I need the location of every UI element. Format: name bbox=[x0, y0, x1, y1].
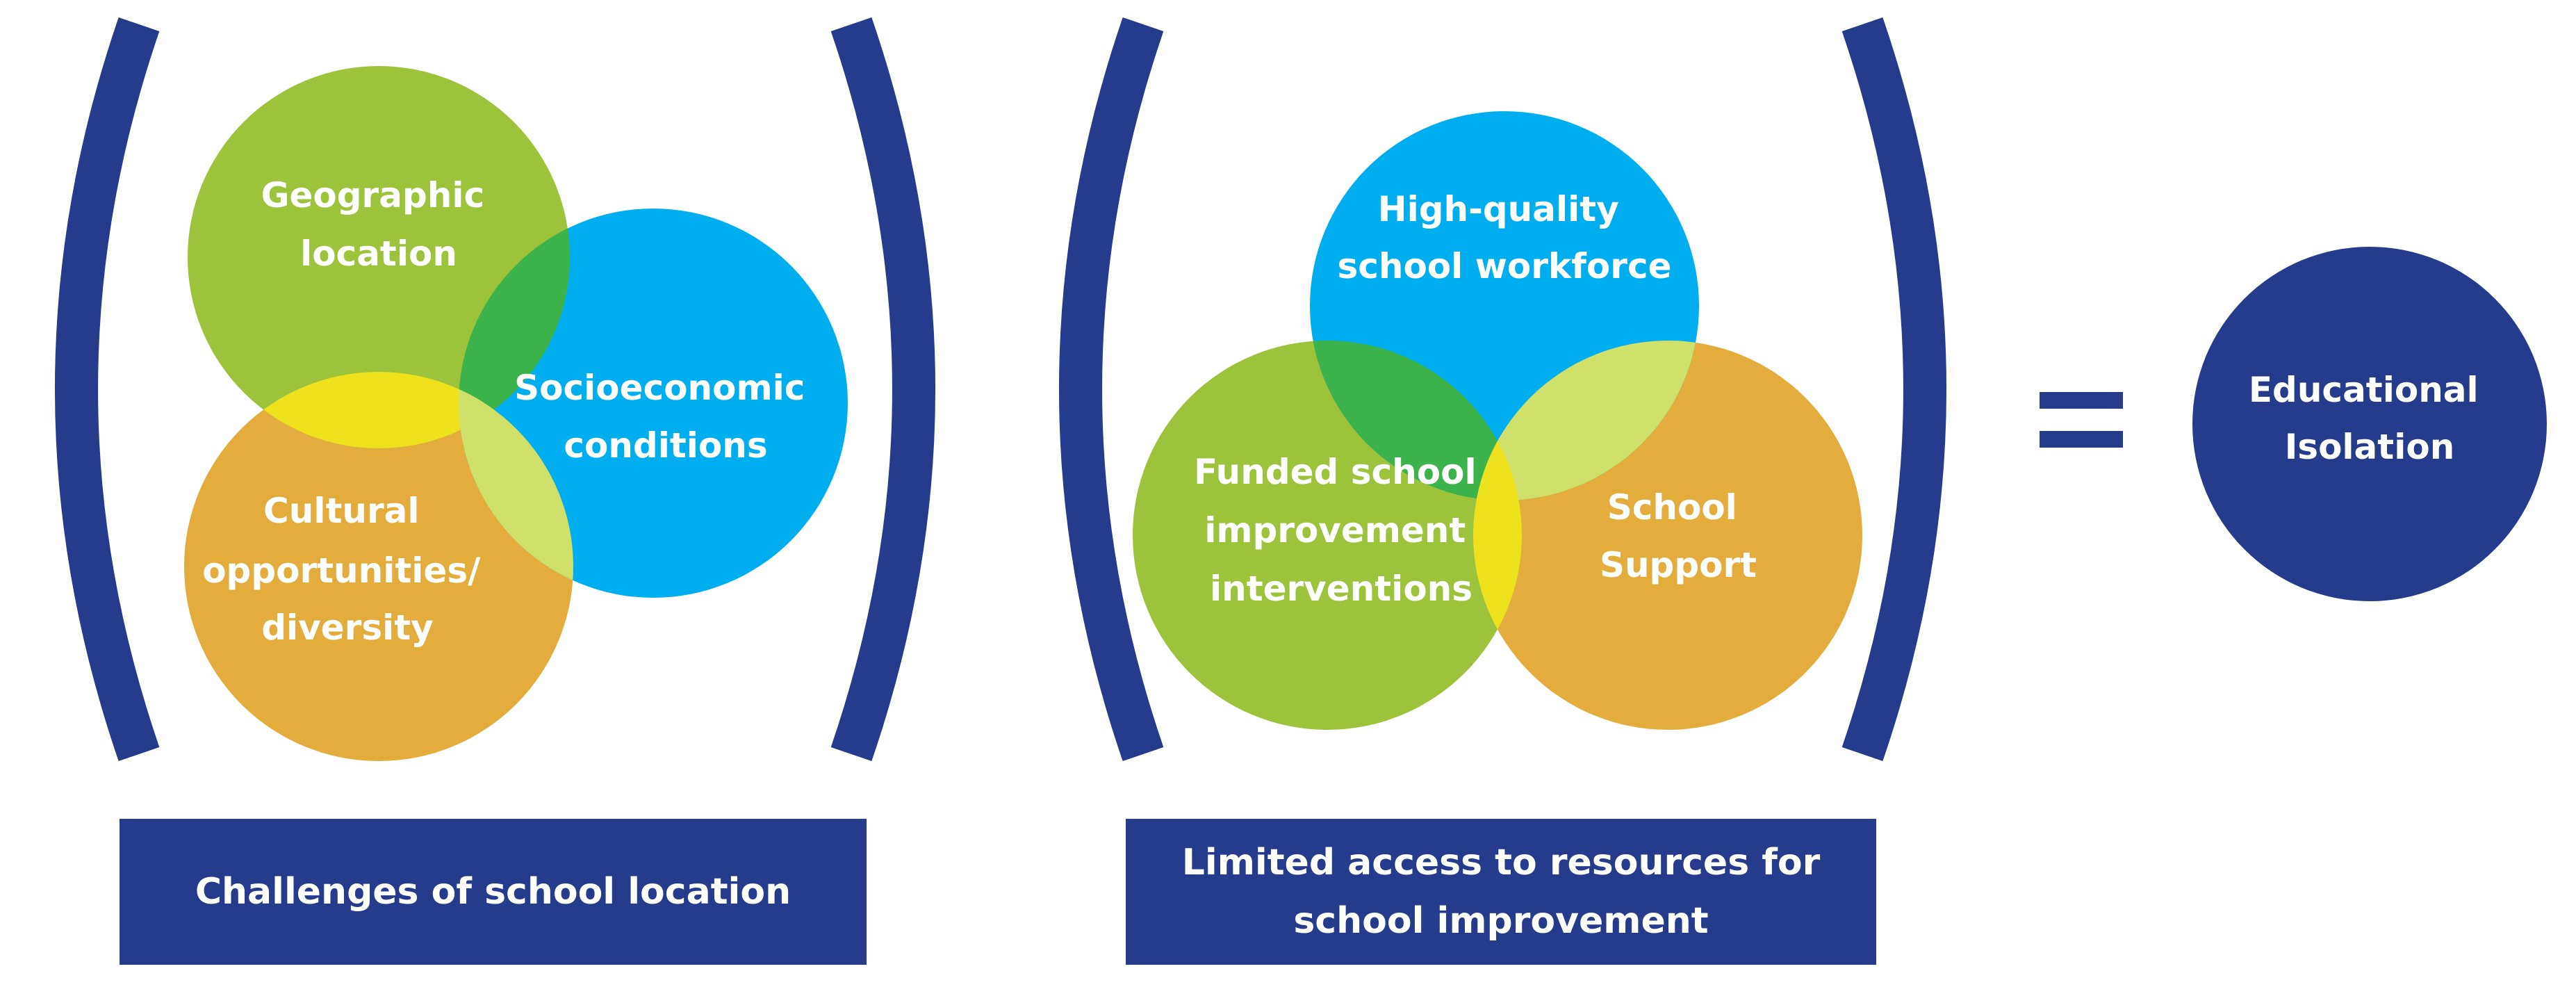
venn-group-resource-access: High-quality school workforce Funded sch… bbox=[1059, 17, 1946, 762]
overlap-workforce-support bbox=[1473, 341, 1699, 500]
label-funded-interventions: Funded school improvement interventions bbox=[1194, 452, 1488, 609]
label-geographic-location: Geographic location bbox=[261, 175, 496, 274]
label-educational-isolation: Educational Isolation bbox=[2249, 370, 2491, 467]
equals-sign-top-bar bbox=[2040, 392, 2123, 409]
overlap-geographic-socioeconomic bbox=[459, 209, 570, 448]
equals-sign-bottom-bar bbox=[2040, 431, 2123, 448]
overlap-socioeconomic-cultural bbox=[459, 372, 573, 598]
caption-location-challenges-line1: Challenges of school location bbox=[195, 871, 791, 913]
venn-group-location-challenges: Geographic location Socioeconomic condit… bbox=[55, 17, 935, 762]
label-socioeconomic-conditions: Socioeconomic conditions bbox=[514, 368, 817, 466]
left-parenthesis-group2 bbox=[1059, 17, 1164, 762]
caption-resource-access-line2: school improvement bbox=[1293, 900, 1709, 942]
result-educational-isolation: Educational Isolation bbox=[2192, 247, 2547, 601]
label-cultural-opportunities: Cultural opportunities/ diversity bbox=[202, 491, 493, 648]
caption-resource-access-line1: Limited access to resources for bbox=[1181, 842, 1821, 883]
equals-sign: = bbox=[2040, 392, 2123, 448]
caption-location-challenges: Challenges of school location bbox=[120, 819, 867, 965]
label-high-quality-workforce: High-quality school workforce bbox=[1337, 189, 1671, 286]
left-parenthesis-group1 bbox=[55, 17, 160, 762]
label-school-support: School Support bbox=[1600, 487, 1757, 585]
overlap-workforce-funded bbox=[1310, 341, 1522, 500]
caption-resource-access: Limited access to resources for school i… bbox=[1126, 819, 1876, 965]
circle-educational-isolation bbox=[2192, 247, 2547, 601]
right-parenthesis-group2 bbox=[1841, 17, 1946, 762]
right-parenthesis-group1 bbox=[830, 17, 935, 762]
